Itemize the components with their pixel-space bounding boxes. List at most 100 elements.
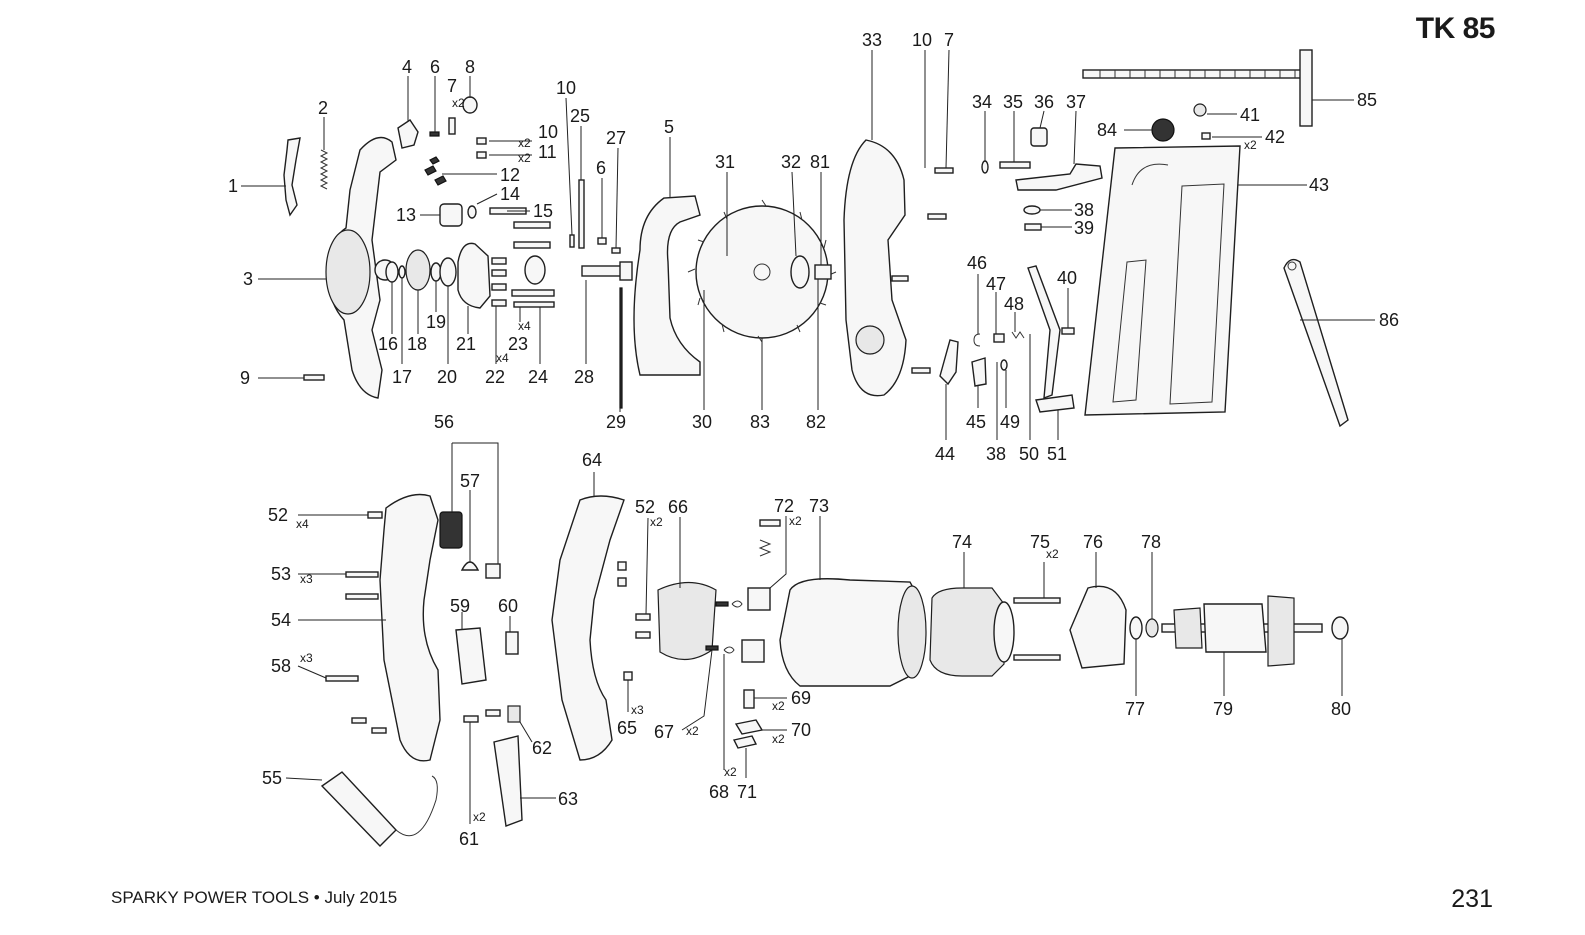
part-80-bearing bbox=[1331, 616, 1349, 640]
label-47: 47 bbox=[986, 274, 1006, 294]
label-49: 49 bbox=[1000, 412, 1020, 432]
part-79-commutator bbox=[1173, 607, 1203, 649]
part-86-wrench-hole bbox=[1287, 261, 1297, 271]
part-33-cover bbox=[843, 139, 907, 397]
part-22-pin-b bbox=[491, 269, 507, 277]
label-42: 42 bbox=[1265, 127, 1285, 147]
label-7b: 7 bbox=[944, 30, 954, 50]
part-85-fence-head bbox=[1299, 49, 1313, 127]
label-66: 66 bbox=[668, 497, 688, 517]
part-72-brush-holder bbox=[747, 587, 771, 611]
part-49-washer bbox=[1000, 359, 1008, 371]
part-36-knob bbox=[1030, 127, 1048, 147]
part-62-clamp bbox=[507, 705, 521, 723]
part-24-rod bbox=[511, 289, 555, 297]
label-38a: 38 bbox=[1074, 200, 1094, 220]
part-14-washer bbox=[467, 205, 477, 219]
label-61: 61 bbox=[459, 829, 479, 849]
label-40: 40 bbox=[1057, 268, 1077, 288]
part-20-bearing bbox=[439, 257, 457, 287]
label-70: 70 bbox=[791, 720, 811, 740]
part-40-screw bbox=[1061, 327, 1075, 335]
label-18: 18 bbox=[407, 334, 427, 354]
qty-52a: x4 bbox=[296, 517, 309, 531]
label-46: 46 bbox=[967, 253, 987, 273]
label-81: 81 bbox=[810, 152, 830, 172]
part-22-pin-c bbox=[491, 283, 507, 291]
part-22-pin bbox=[491, 257, 507, 265]
part-55-cable bbox=[395, 775, 438, 837]
label-16: 16 bbox=[378, 334, 398, 354]
part-85-fence-scale bbox=[1099, 70, 1296, 78]
label-36: 36 bbox=[1034, 92, 1054, 112]
label-80: 80 bbox=[1331, 699, 1351, 719]
part-50-arm bbox=[1027, 265, 1061, 400]
part-55-cable-plug bbox=[320, 771, 397, 847]
label-6a: 6 bbox=[430, 57, 440, 77]
part-34-washer bbox=[981, 160, 989, 174]
part-68-spring bbox=[723, 600, 743, 654]
label-35: 35 bbox=[1003, 92, 1023, 112]
part-21-flange bbox=[457, 242, 491, 309]
part-38-washer bbox=[1023, 205, 1041, 215]
part-handle-screw-b bbox=[371, 727, 387, 734]
part-54-handle-left bbox=[379, 493, 441, 762]
part-52b-screw bbox=[635, 613, 651, 621]
part-59-switch-unit bbox=[455, 627, 487, 685]
part-43-bevel-arc bbox=[1131, 163, 1169, 186]
quantity-markers: x2 x2 x2 x4 x4 x2 x4 x3 x3 x2 x2 x3 x2 x… bbox=[296, 96, 1257, 824]
part-6-screw bbox=[429, 131, 440, 137]
part-52b-screw-b bbox=[635, 631, 651, 639]
part-32-flange bbox=[790, 255, 810, 289]
part-25-rod bbox=[578, 179, 585, 249]
part-15-screw-b bbox=[513, 221, 551, 229]
part-78-bearing bbox=[1145, 618, 1159, 638]
part-13-sleeve bbox=[439, 203, 463, 227]
part-60-capacitor bbox=[505, 631, 519, 655]
part-46-clip bbox=[973, 333, 981, 347]
label-34: 34 bbox=[972, 92, 992, 112]
part-75-screw-b bbox=[1013, 654, 1061, 661]
part-15-screw-c bbox=[513, 241, 551, 249]
label-5: 5 bbox=[664, 117, 674, 137]
label-7a: 7 bbox=[447, 76, 457, 96]
label-39: 39 bbox=[1074, 218, 1094, 238]
label-11: 11 bbox=[538, 142, 557, 162]
part-63-side-handle bbox=[493, 735, 523, 827]
part-77-bearing bbox=[1129, 616, 1143, 640]
part-4-clamp bbox=[397, 119, 419, 149]
part-drawings-bottom bbox=[320, 493, 1349, 847]
part-47-pin bbox=[993, 333, 1005, 343]
part-41-nut bbox=[1193, 103, 1207, 117]
label-79: 79 bbox=[1213, 699, 1233, 719]
part-48-spring bbox=[1011, 331, 1025, 339]
label-8: 8 bbox=[465, 57, 475, 77]
label-21: 21 bbox=[456, 334, 476, 354]
part-65-nut-b bbox=[617, 577, 627, 587]
part-11-nut bbox=[476, 151, 487, 159]
qty-72: x2 bbox=[789, 514, 802, 528]
part-10-nut bbox=[476, 137, 487, 145]
label-15: 15 bbox=[533, 201, 553, 221]
part-79-fan bbox=[1267, 595, 1295, 667]
label-53: 53 bbox=[271, 564, 291, 584]
part-57-lock-body bbox=[485, 563, 501, 579]
part-3-motor-bell bbox=[325, 229, 371, 315]
part-23-pin bbox=[491, 299, 507, 307]
part-56-switch bbox=[439, 511, 463, 549]
part-53-screw-b bbox=[345, 593, 379, 600]
label-28: 28 bbox=[574, 367, 594, 387]
label-1: 1 bbox=[228, 176, 238, 196]
part-71-plate bbox=[732, 735, 758, 749]
label-55: 55 bbox=[262, 768, 282, 788]
label-17: 17 bbox=[392, 367, 412, 387]
part-16-bearing bbox=[385, 261, 399, 283]
label-52b: 52 bbox=[635, 497, 655, 517]
part-70-plate bbox=[734, 719, 764, 735]
label-10c: 10 bbox=[912, 30, 932, 50]
part-52a-screw bbox=[367, 511, 383, 519]
label-33: 33 bbox=[862, 30, 882, 50]
label-9: 9 bbox=[240, 368, 250, 388]
label-6b: 6 bbox=[596, 158, 606, 178]
part-number-labels: 1 2 3 4 6 7 8 9 10 11 12 13 14 15 16 17 … bbox=[228, 30, 1399, 849]
